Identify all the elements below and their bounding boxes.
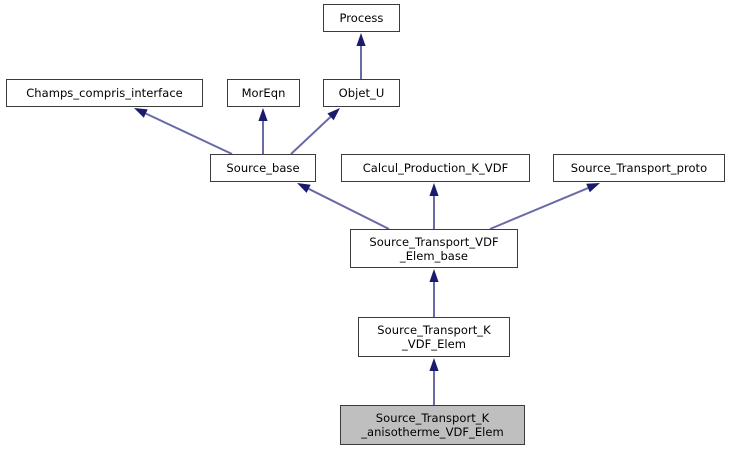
class-node-label: Source_base — [226, 161, 300, 175]
arrow-head-icon — [429, 183, 439, 196]
inheritance-edge-objet_u-to-process — [356, 33, 366, 79]
class-node-source_base[interactable]: Source_base — [210, 154, 316, 182]
class-node-source_transport_vdf_elem_base[interactable]: Source_Transport_VDF _Elem_base — [350, 229, 518, 268]
inheritance-edge-stkaniso-to-stk — [429, 358, 439, 405]
class-node-label: Source_Transport_K _anisotherme_VDF_Elem — [361, 411, 504, 439]
class-node-label: Champs_compris_interface — [26, 86, 183, 100]
class-node-label: Source_Transport_K _VDF_Elem — [377, 323, 491, 351]
class-node-champs_compris_interface[interactable]: Champs_compris_interface — [6, 79, 203, 107]
class-node-source_transport_k_anisotherme_vdf_elem[interactable]: Source_Transport_K _anisotherme_VDF_Elem — [340, 405, 525, 445]
arrow-head-icon — [586, 183, 600, 193]
class-node-label: Calcul_Production_K_VDF — [362, 161, 509, 175]
inheritance-edge-stvdf-to-proto — [489, 183, 600, 230]
class-node-objet_u[interactable]: Objet_U — [323, 79, 400, 107]
arrow-head-icon — [258, 108, 268, 121]
arrow-head-icon — [429, 358, 439, 371]
inheritance-edge-source_base-to-objet_u — [290, 108, 340, 155]
inheritance-edge-stvdf-to-source_base — [297, 183, 390, 230]
arrow-head-icon — [134, 108, 148, 118]
class-node-label: MorEqn — [241, 86, 286, 100]
class-node-label: Source_Transport_proto — [570, 161, 708, 175]
class-node-source_transport_proto[interactable]: Source_Transport_proto — [553, 154, 725, 182]
arrow-head-icon — [356, 33, 366, 46]
class-node-calcul_production_k_vdf[interactable]: Calcul_Production_K_VDF — [341, 154, 530, 182]
inheritance-edge-source_base-to-champs — [134, 108, 233, 155]
arrow-head-icon — [327, 108, 340, 121]
inheritance-edge-source_base-to-moreqn — [258, 108, 268, 154]
class-node-label: Objet_U — [338, 86, 385, 100]
class-node-label: Source_Transport_VDF _Elem_base — [369, 234, 499, 263]
inheritance-edge-stk-to-stvdf — [429, 269, 439, 317]
class-node-process[interactable]: Process — [323, 4, 400, 32]
class-node-moreqn[interactable]: MorEqn — [227, 79, 300, 107]
class-node-label: Process — [339, 11, 384, 25]
arrow-head-icon — [297, 183, 311, 193]
arrow-head-icon — [429, 269, 439, 282]
class-node-source_transport_k_vdf_elem[interactable]: Source_Transport_K _VDF_Elem — [358, 317, 510, 357]
inheritance-edge-stvdf-to-calcul — [429, 183, 439, 229]
